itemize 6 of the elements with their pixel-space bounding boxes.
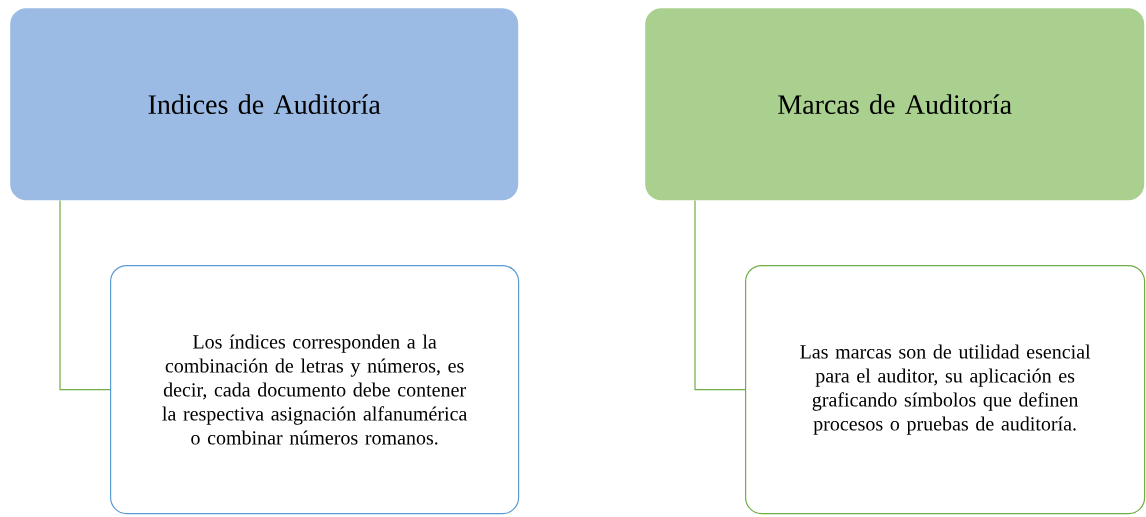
- connector: [694, 199, 746, 391]
- connector: [59, 199, 111, 391]
- description-box: Los índices corresponden a la combinación de letras y números, es decir, cada documento debe contener la respectiva asignación alfanumérica o combinar números romanos.: [110, 265, 520, 515]
- heading-box: Marcas de Auditoría: [645, 8, 1145, 201]
- heading-box: Indices de Auditoría: [10, 8, 519, 201]
- description-box: Las marcas son de utilidad esencial para el auditor, su aplicación es graficando símbolos que definen procesos o pruebas de auditoría.: [745, 265, 1146, 515]
